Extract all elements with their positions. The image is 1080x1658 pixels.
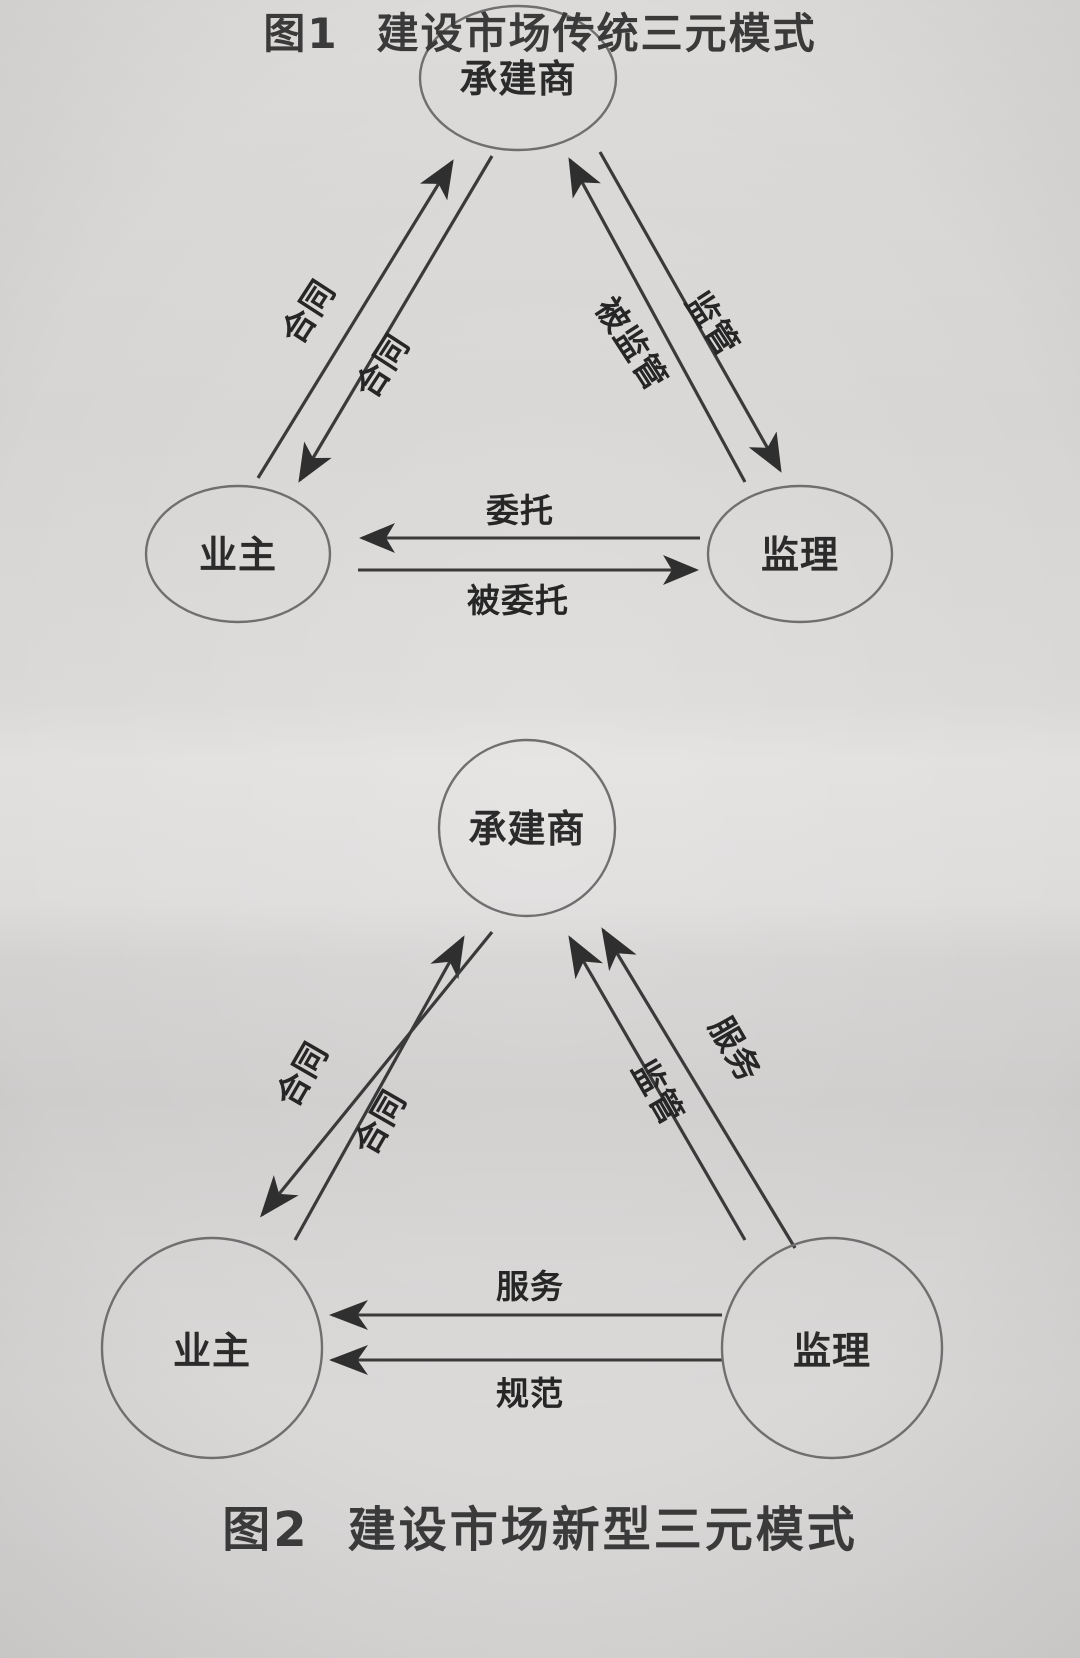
edge-label-entrust: 委托 — [486, 491, 554, 530]
figure-2-caption-number: 图2 — [222, 1502, 310, 1558]
edge-contractor-to-owner — [298, 155, 494, 483]
figure-1-caption-number: 图1 — [263, 9, 339, 58]
node-owner[interactable]: 业主 — [144, 484, 332, 624]
edge2-label-service: 服务 — [496, 1267, 564, 1306]
edge-contractor-to-supervisor — [598, 151, 782, 473]
node2-contractor[interactable]: 承建商 — [437, 738, 617, 918]
edge2-supervisor-to-contractor-2 — [601, 927, 797, 1249]
edge2-contractor-to-owner — [259, 930, 494, 1218]
edge2-label-service-diag: 服务 — [701, 1010, 769, 1088]
edge2-supervisor-to-contractor-1 — [568, 935, 747, 1241]
edge-label-entrusted: 被委托 — [467, 581, 569, 620]
edge-supervisor-to-contractor — [568, 157, 747, 483]
edge2-owner-to-contractor — [293, 935, 465, 1241]
node-supervisor[interactable]: 监理 — [706, 484, 894, 624]
node2-owner[interactable]: 业主 — [100, 1236, 324, 1460]
node2-owner-label: 业主 — [173, 1329, 251, 1373]
node-contractor-label: 承建商 — [459, 57, 576, 101]
figure-2-caption: 图2 建设市场新型三元模式 — [0, 1490, 1080, 1560]
node-contractor[interactable]: 承建商 — [418, 4, 618, 152]
node2-supervisor-label: 监理 — [793, 1329, 871, 1373]
figure-1-caption-text: 建设市场传统三元模式 — [376, 9, 817, 58]
node-owner-label: 业主 — [199, 533, 277, 577]
edge2-label-contract-b: 合同 — [346, 1083, 414, 1161]
node2-supervisor[interactable]: 监理 — [720, 1236, 944, 1460]
node2-contractor-label: 承建商 — [468, 807, 585, 851]
edge-owner-to-contractor — [256, 159, 454, 479]
figure-1-caption: 图1 建设市场传统三元模式 — [0, 0, 1080, 61]
figure-1-canvas: 承建商 业主 监理 合同 合同 被监管 监管 委托 被委托 — [144, 4, 894, 624]
edge2-label-norm: 规范 — [496, 1374, 564, 1413]
edge2-label-contract-a: 合同 — [268, 1035, 336, 1113]
edge2-label-supervise: 监管 — [624, 1053, 692, 1131]
node-supervisor-label: 监理 — [761, 533, 839, 577]
figure-2-caption-text: 建设市场新型三元模式 — [347, 1502, 858, 1558]
